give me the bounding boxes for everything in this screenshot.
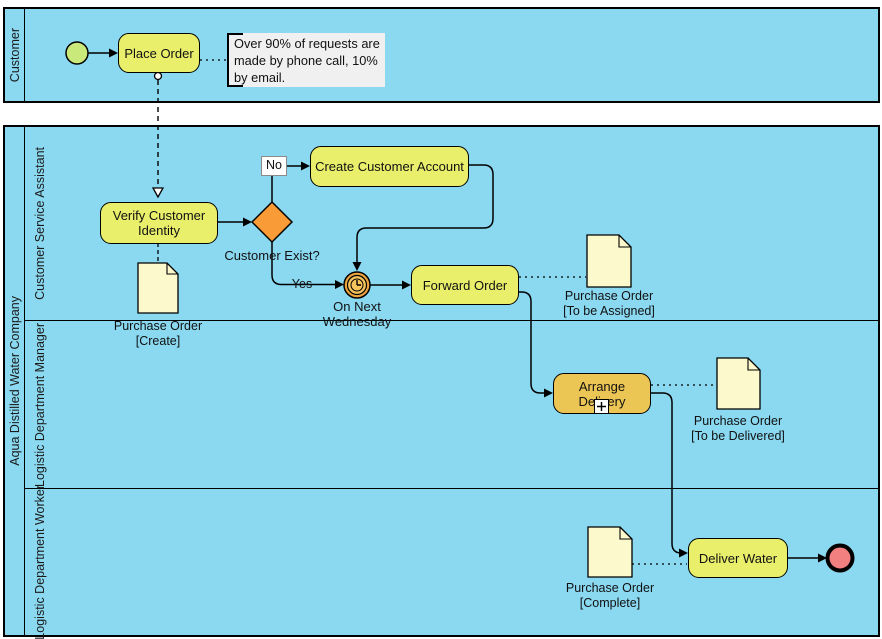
arrowhead bbox=[679, 548, 688, 558]
task-deliver-water-label: Deliver Water bbox=[698, 550, 778, 566]
clock-icon bbox=[350, 278, 364, 292]
doc-complete-label: Purchase Order [Complete] bbox=[565, 581, 655, 610]
arrowhead bbox=[301, 161, 310, 171]
folded-corner-icon bbox=[618, 235, 631, 248]
text-annotation[interactable]: Over 90% of requests are made by phone c… bbox=[227, 33, 385, 87]
arrowhead bbox=[352, 262, 362, 271]
folded-corner-icon bbox=[747, 358, 760, 371]
task-verify-customer-identity[interactable]: Verify Customer Identity bbox=[100, 202, 218, 244]
lane-logistic-department-worker: Logistic Department Worker bbox=[24, 485, 878, 639]
task-place-order-label: Place Order bbox=[124, 45, 194, 61]
arrowhead bbox=[402, 280, 411, 290]
task-deliver-water[interactable]: Deliver Water bbox=[688, 538, 788, 578]
doc-to-be-delivered-label: Purchase Order [To be Delivered] bbox=[691, 414, 785, 443]
folded-corner-icon bbox=[619, 527, 632, 540]
message-flow-open-arrowhead bbox=[151, 187, 165, 199]
document-purchase-order-complete[interactable] bbox=[587, 526, 633, 578]
gateway-customer-exist[interactable] bbox=[250, 200, 294, 244]
lane-logistic-department-manager: Logistic Department Manager bbox=[24, 320, 878, 488]
arrowhead bbox=[544, 388, 553, 398]
timer-label: On Next Wednesday bbox=[322, 299, 392, 329]
arrowhead bbox=[335, 280, 344, 289]
arrowhead bbox=[243, 217, 252, 227]
task-create-customer-account[interactable]: Create Customer Account bbox=[310, 146, 469, 187]
start-event[interactable] bbox=[65, 41, 89, 65]
task-place-order[interactable]: Place Order bbox=[118, 33, 200, 73]
doc-create-label: Purchase Order [Create] bbox=[113, 319, 203, 348]
flow-arrange-delivery-to-deliver-water bbox=[651, 392, 682, 554]
timer-intermediate-event[interactable] bbox=[343, 271, 371, 299]
document-purchase-order-create[interactable] bbox=[137, 262, 179, 314]
gateway-label: Customer Exist? bbox=[224, 248, 320, 263]
flow-create-account-to-timer bbox=[356, 164, 494, 262]
folded-corner-icon bbox=[166, 263, 178, 275]
arrowhead bbox=[109, 48, 118, 58]
flow-forward-order-to-arrange-delivery bbox=[519, 291, 544, 394]
pool-company-label-strip: Aqua Distilled Water Company bbox=[5, 127, 25, 635]
clock-hands-icon bbox=[356, 280, 361, 286]
flow-gateway-yes-to-timer bbox=[271, 242, 336, 286]
flow-label-yes: Yes bbox=[291, 277, 313, 291]
message-flow-start-circle bbox=[153, 71, 163, 81]
task-create-customer-account-label: Create Customer Account bbox=[315, 159, 464, 174]
pool-customer-label-strip: Customer bbox=[5, 9, 25, 101]
subprocess-arrange-delivery[interactable]: Arrange Delivery bbox=[553, 373, 651, 414]
task-forward-order-label: Forward Order bbox=[422, 277, 508, 293]
task-verify-customer-identity-label: Verify Customer Identity bbox=[112, 208, 206, 238]
doc-to-be-assigned-label: Purchase Order [To be Assigned] bbox=[563, 289, 655, 318]
document-purchase-order-to-be-assigned[interactable] bbox=[586, 234, 632, 288]
task-forward-order[interactable]: Forward Order bbox=[411, 265, 519, 305]
arrowhead bbox=[818, 553, 827, 563]
document-purchase-order-to-be-delivered[interactable] bbox=[716, 357, 761, 410]
text-annotation-body: Over 90% of requests are made by phone c… bbox=[234, 36, 380, 85]
subprocess-plus-icon[interactable] bbox=[594, 399, 609, 414]
flow-label-no: No bbox=[261, 156, 287, 176]
end-event[interactable] bbox=[825, 543, 855, 573]
